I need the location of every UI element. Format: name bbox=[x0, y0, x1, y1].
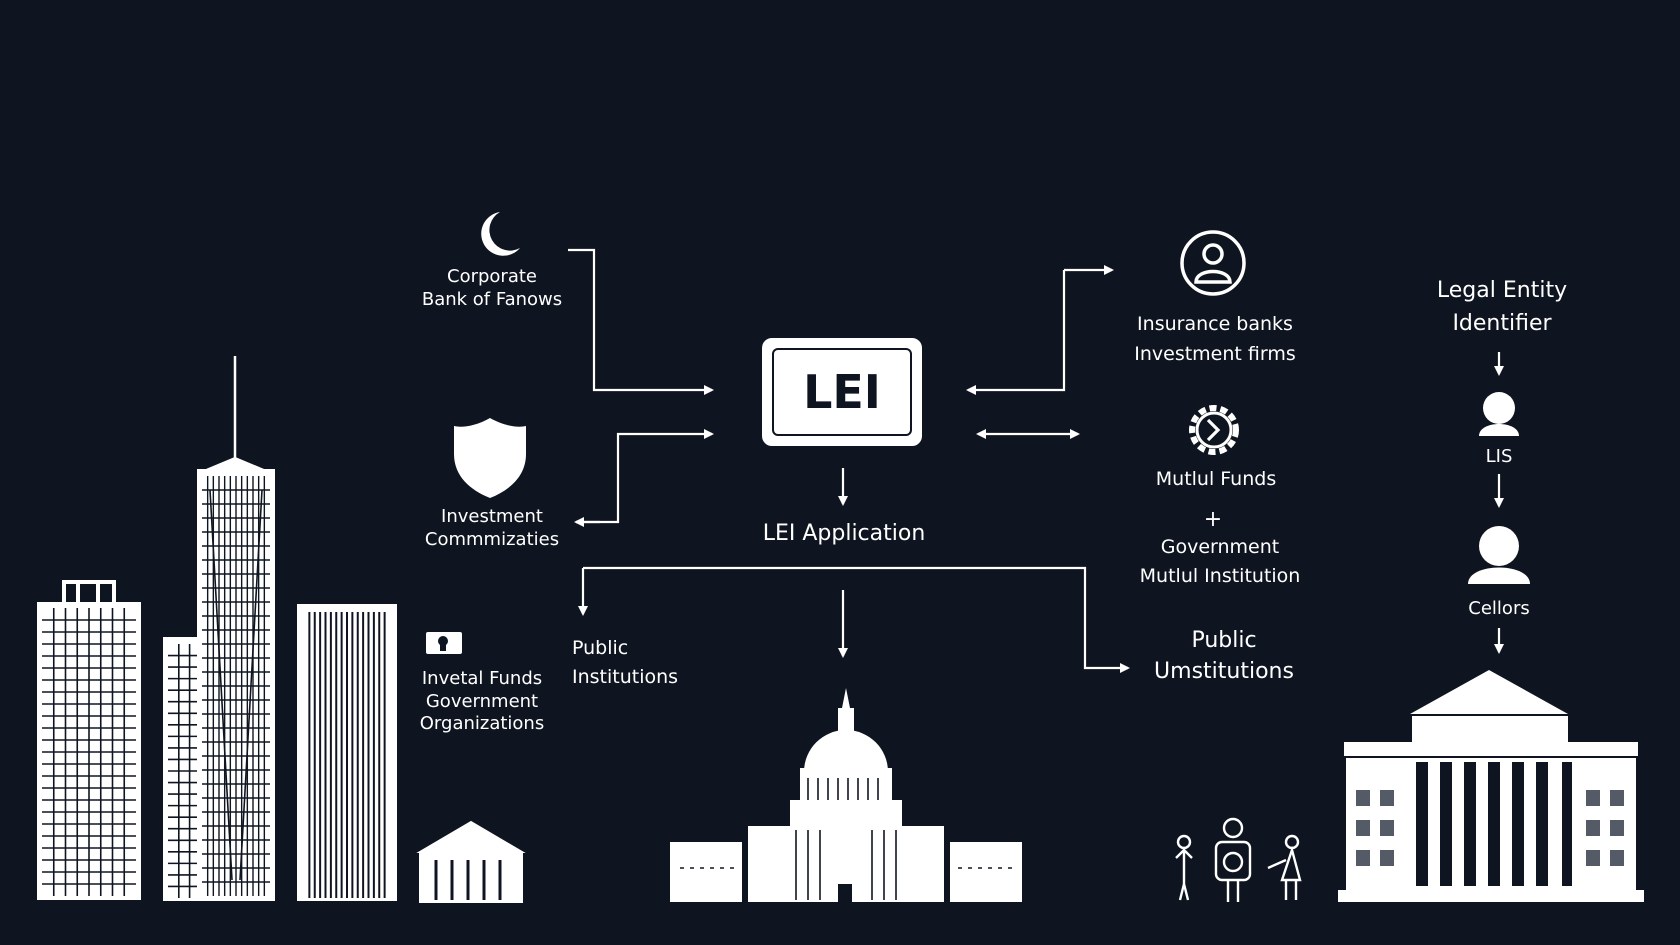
arrow-corporate-to-lei bbox=[568, 248, 714, 395]
office-building-a bbox=[37, 580, 141, 900]
arrow-investment-to-lei bbox=[576, 429, 714, 524]
funds-label: Invetal Funds Government Organizations bbox=[402, 668, 562, 736]
government-line-1: Government bbox=[1160, 536, 1280, 558]
investment-line-2: Commmizaties bbox=[424, 528, 560, 550]
lis-label: LIS bbox=[1485, 446, 1513, 467]
bank-lock-icon bbox=[426, 632, 462, 654]
lei-hub-inner-border bbox=[772, 348, 912, 436]
mutual-funds-label: Mutlul Funds bbox=[1155, 468, 1277, 490]
government-label: Government Mutlul Institution bbox=[1110, 533, 1330, 590]
connectors bbox=[568, 248, 1504, 673]
office-building-c bbox=[297, 604, 397, 901]
tower-building bbox=[197, 356, 275, 901]
insurance-line-1: Insurance banks bbox=[1137, 313, 1293, 335]
funds-line-2: Government bbox=[425, 690, 539, 712]
funds-line-1: Invetal Funds bbox=[421, 668, 543, 689]
lei-hub-label: LEI bbox=[803, 365, 881, 419]
icons bbox=[426, 212, 1530, 654]
lei-application-label: LEI Application bbox=[762, 521, 926, 546]
person-icon-small bbox=[1479, 392, 1519, 436]
government-line-2: Mutlul Institution bbox=[1139, 564, 1301, 587]
person-icon-large bbox=[1468, 526, 1530, 584]
public-left-line-2: Institutions bbox=[572, 666, 679, 689]
insurance-line-2: Investment firms bbox=[1134, 343, 1296, 366]
city-skyline bbox=[37, 356, 526, 903]
insurance-label: Insurance banks Investment firms bbox=[1110, 309, 1320, 370]
capitol-building bbox=[670, 688, 1022, 902]
arrow-lei-to-insurance bbox=[966, 270, 1066, 395]
public-right-line-1: Public bbox=[1191, 628, 1257, 653]
people-group-icon bbox=[1175, 817, 1302, 902]
lei-hub-box: LEI bbox=[762, 338, 922, 446]
shield-icon bbox=[454, 418, 526, 498]
legal-entity-title: Legal Entity Identifier bbox=[1412, 274, 1592, 340]
corporate-label: Corporate Bank of Fanows bbox=[412, 266, 572, 311]
cellors-label: Cellors bbox=[1468, 598, 1530, 619]
public-left-line-1: Public bbox=[572, 637, 629, 659]
small-temple bbox=[416, 820, 526, 903]
investment-label: Investment Commmizaties bbox=[412, 506, 572, 551]
moon-icon bbox=[481, 212, 520, 256]
bank-building bbox=[1338, 670, 1644, 902]
public-right-line-2: Umstitutions bbox=[1154, 658, 1294, 684]
corporate-line-2: Bank of Fanows bbox=[421, 288, 563, 310]
public-institutions-right: Public Umstitutions bbox=[1134, 626, 1314, 688]
branch-line bbox=[583, 566, 1130, 673]
legal-entity-line-2: Identifier bbox=[1452, 311, 1552, 336]
public-institutions-left: Public Institutions bbox=[572, 634, 702, 693]
investment-line-1: Investment bbox=[441, 506, 543, 527]
funds-line-3: Organizations bbox=[419, 713, 545, 734]
legal-entity-line-1: Legal Entity bbox=[1436, 278, 1568, 303]
user-circle-icon bbox=[1180, 230, 1246, 296]
plus-sign: + bbox=[1203, 507, 1223, 532]
corporate-line-1: Corporate bbox=[447, 266, 537, 287]
gear-chevron-icon bbox=[1189, 405, 1239, 455]
